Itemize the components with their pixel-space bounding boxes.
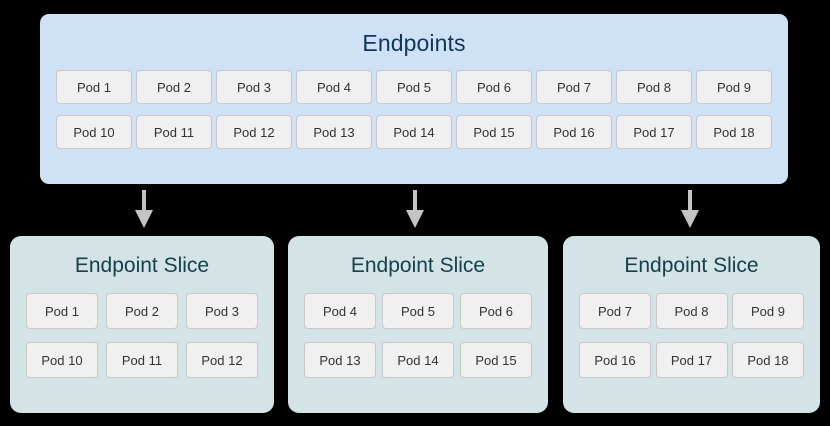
pod-chip[interactable]: Pod 9 xyxy=(696,70,772,104)
endpoint-slice-pod-row-2: Pod 16 Pod 17 Pod 18 xyxy=(579,342,804,378)
endpoint-slice-container-3: Endpoint Slice Pod 7 Pod 8 Pod 9 Pod 16 … xyxy=(563,236,820,413)
pod-chip[interactable]: Pod 3 xyxy=(216,70,292,104)
endpoints-container: Endpoints Pod 1 Pod 2 Pod 3 Pod 4 Pod 5 … xyxy=(40,14,788,184)
pod-chip[interactable]: Pod 11 xyxy=(136,115,212,149)
pod-chip[interactable]: Pod 13 xyxy=(304,342,376,378)
pod-chip[interactable]: Pod 14 xyxy=(382,342,454,378)
endpoints-title: Endpoints xyxy=(362,30,466,56)
pod-chip[interactable]: Pod 7 xyxy=(536,70,612,104)
pod-chip[interactable]: Pod 15 xyxy=(456,115,532,149)
endpoint-slice-pod-row-2: Pod 10 Pod 11 Pod 12 xyxy=(26,342,258,378)
arrow-down-icon-3 xyxy=(681,190,699,228)
endpoint-slice-container-2: Endpoint Slice Pod 4 Pod 5 Pod 6 Pod 13 … xyxy=(288,236,548,413)
pod-chip[interactable]: Pod 12 xyxy=(186,342,258,378)
endpoint-slice-pod-row-1: Pod 4 Pod 5 Pod 6 xyxy=(304,293,532,329)
pod-chip[interactable]: Pod 10 xyxy=(26,342,98,378)
pod-chip[interactable]: Pod 16 xyxy=(536,115,612,149)
arrow-down-icon-1 xyxy=(135,190,153,228)
pod-chip[interactable]: Pod 15 xyxy=(460,342,532,378)
pod-chip[interactable]: Pod 1 xyxy=(56,70,132,104)
pod-chip[interactable]: Pod 4 xyxy=(304,293,376,329)
endpoint-slice-title: Endpoint Slice xyxy=(350,254,486,277)
pod-chip[interactable]: Pod 9 xyxy=(732,293,804,329)
pod-chip[interactable]: Pod 5 xyxy=(382,293,454,329)
endpoints-pod-row-2: Pod 10 Pod 11 Pod 12 Pod 13 Pod 14 Pod 1… xyxy=(56,115,772,149)
endpoints-pod-row-1: Pod 1 Pod 2 Pod 3 Pod 4 Pod 5 Pod 6 Pod … xyxy=(56,70,772,104)
endpoint-slice-pod-grid: Pod 7 Pod 8 Pod 9 Pod 16 Pod 17 Pod 18 xyxy=(579,293,804,391)
pod-chip[interactable]: Pod 8 xyxy=(616,70,692,104)
endpoint-slice-pod-grid: Pod 1 Pod 2 Pod 3 Pod 10 Pod 11 Pod 12 xyxy=(26,293,258,391)
endpoint-slice-pod-row-1: Pod 1 Pod 2 Pod 3 xyxy=(26,293,258,329)
endpoint-slice-pod-row-2: Pod 13 Pod 14 Pod 15 xyxy=(304,342,532,378)
pod-chip[interactable]: Pod 5 xyxy=(376,70,452,104)
pod-chip[interactable]: Pod 2 xyxy=(136,70,212,104)
pod-chip[interactable]: Pod 7 xyxy=(579,293,651,329)
pod-chip[interactable]: Pod 11 xyxy=(106,342,178,378)
pod-chip[interactable]: Pod 6 xyxy=(456,70,532,104)
pod-chip[interactable]: Pod 16 xyxy=(579,342,651,378)
endpoint-slice-title: Endpoint Slice xyxy=(74,254,210,277)
pod-chip[interactable]: Pod 18 xyxy=(732,342,804,378)
pod-chip[interactable]: Pod 2 xyxy=(106,293,178,329)
endpoint-slice-pod-grid: Pod 4 Pod 5 Pod 6 Pod 13 Pod 14 Pod 15 xyxy=(304,293,532,391)
arrow-down-icon-2 xyxy=(406,190,424,228)
pod-chip[interactable]: Pod 17 xyxy=(655,342,728,378)
endpoint-slice-container-1: Endpoint Slice Pod 1 Pod 2 Pod 3 Pod 10 … xyxy=(10,236,274,413)
pod-chip[interactable]: Pod 10 xyxy=(56,115,132,149)
pod-chip[interactable]: Pod 4 xyxy=(296,70,372,104)
pod-chip[interactable]: Pod 17 xyxy=(616,115,692,149)
endpoints-pod-grid: Pod 1 Pod 2 Pod 3 Pod 4 Pod 5 Pod 6 Pod … xyxy=(56,70,772,160)
endpoint-slice-title: Endpoint Slice xyxy=(624,254,759,277)
pod-chip[interactable]: Pod 6 xyxy=(460,293,532,329)
pod-chip[interactable]: Pod 13 xyxy=(296,115,372,149)
pod-chip[interactable]: Pod 3 xyxy=(186,293,258,329)
pod-chip[interactable]: Pod 8 xyxy=(655,293,728,329)
pod-chip[interactable]: Pod 12 xyxy=(216,115,292,149)
pod-chip[interactable]: Pod 18 xyxy=(696,115,772,149)
pod-chip[interactable]: Pod 1 xyxy=(26,293,98,329)
endpoint-slice-pod-row-1: Pod 7 Pod 8 Pod 9 xyxy=(579,293,804,329)
pod-chip[interactable]: Pod 14 xyxy=(376,115,452,149)
